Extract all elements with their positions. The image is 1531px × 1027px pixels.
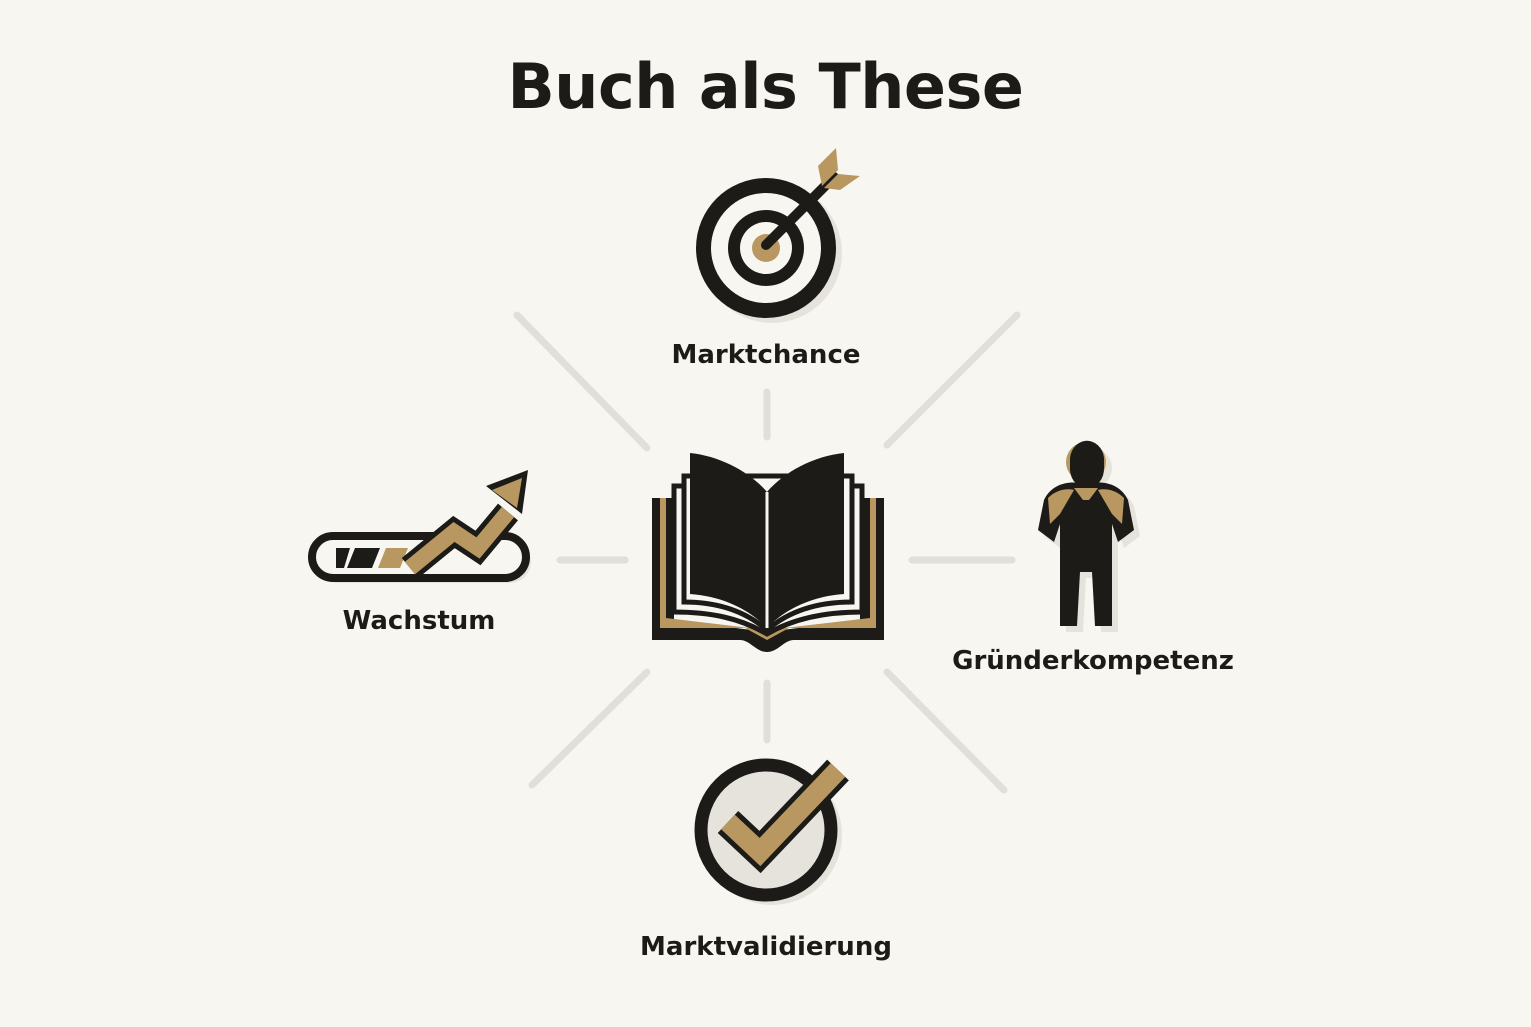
diagram-title: Buch als These — [507, 50, 1024, 123]
node-label-left: Wachstum — [342, 606, 496, 636]
founder-person-icon — [1038, 440, 1140, 632]
ray-bottom-left — [528, 668, 651, 789]
node-label-bottom: Marktvalidierung — [640, 932, 892, 962]
growth-progress-arrow-icon — [308, 470, 531, 583]
node-label-top: Marktchance — [671, 340, 861, 370]
ray-top-right — [883, 311, 1021, 449]
connector-rays — [513, 311, 1021, 794]
open-book-icon — [652, 453, 884, 652]
ray-bottom-right — [883, 668, 1008, 794]
check-circle-icon — [694, 758, 849, 905]
ray-top-left — [513, 311, 651, 452]
node-label-right: Gründerkompetenz — [952, 646, 1234, 676]
target-arrow-icon — [696, 148, 860, 323]
